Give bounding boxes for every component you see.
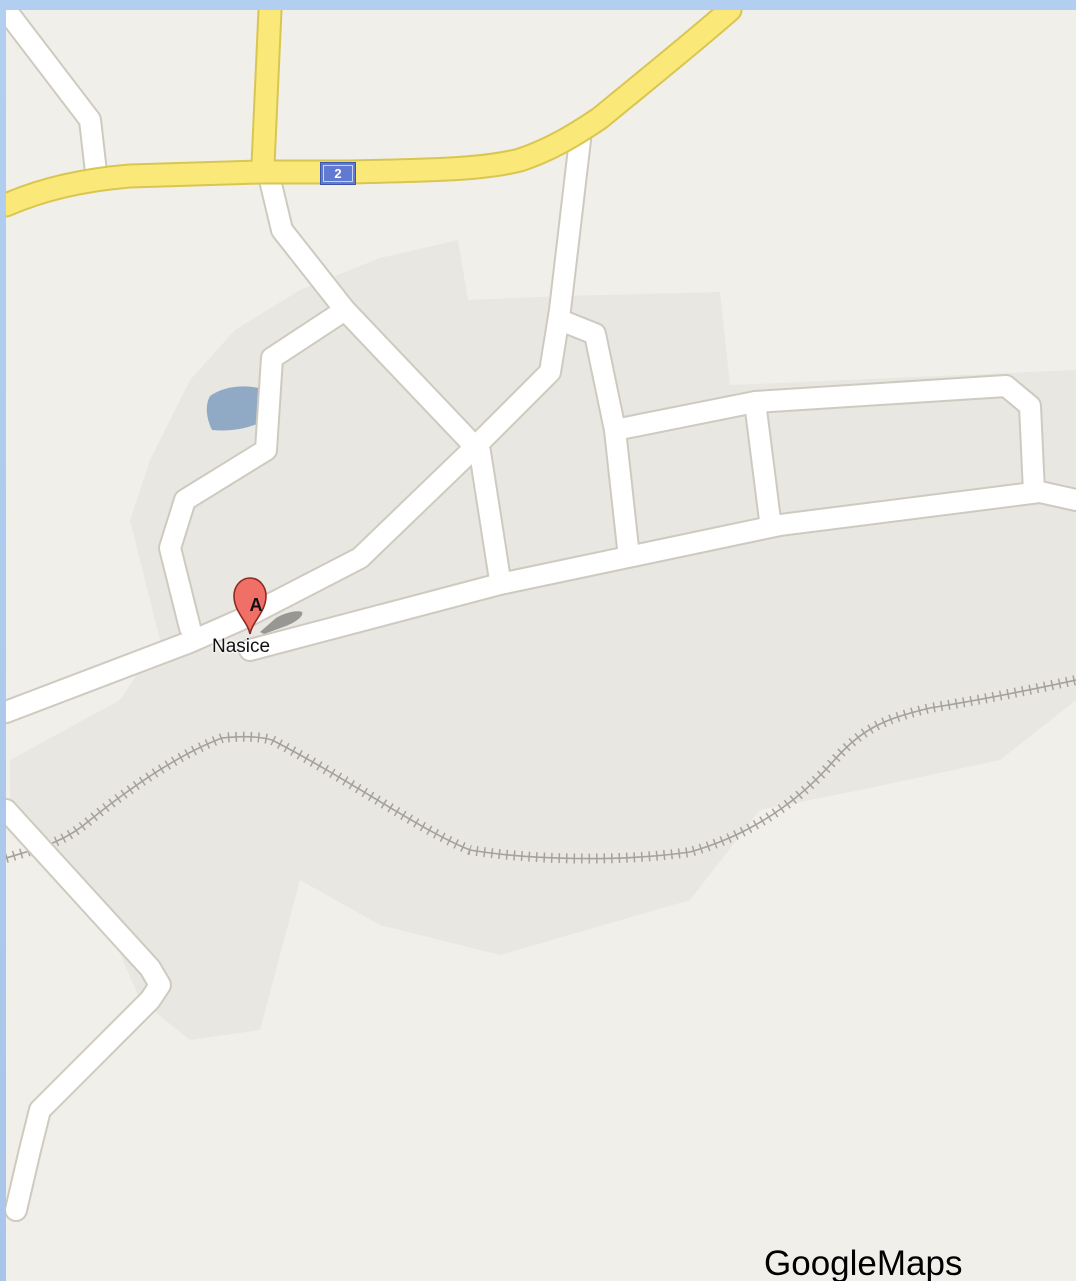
marker-letter: A <box>249 595 263 615</box>
route-shield-number: 2 <box>334 166 342 181</box>
water-body <box>206 386 266 431</box>
map-canvas <box>6 10 1076 1281</box>
place-label: Nasice <box>212 636 271 657</box>
map-viewport[interactable]: 2 A Nasice GoogleMaps <box>6 10 1076 1281</box>
map-pin-icon <box>233 577 303 635</box>
minor-roads <box>6 10 1076 1220</box>
railway-line <box>6 675 1076 864</box>
route-shield-icon: 2 <box>320 162 356 185</box>
brand-label: GoogleMaps <box>764 1244 963 1281</box>
major-road <box>6 10 741 216</box>
map-pin-marker[interactable]: A <box>232 577 312 654</box>
